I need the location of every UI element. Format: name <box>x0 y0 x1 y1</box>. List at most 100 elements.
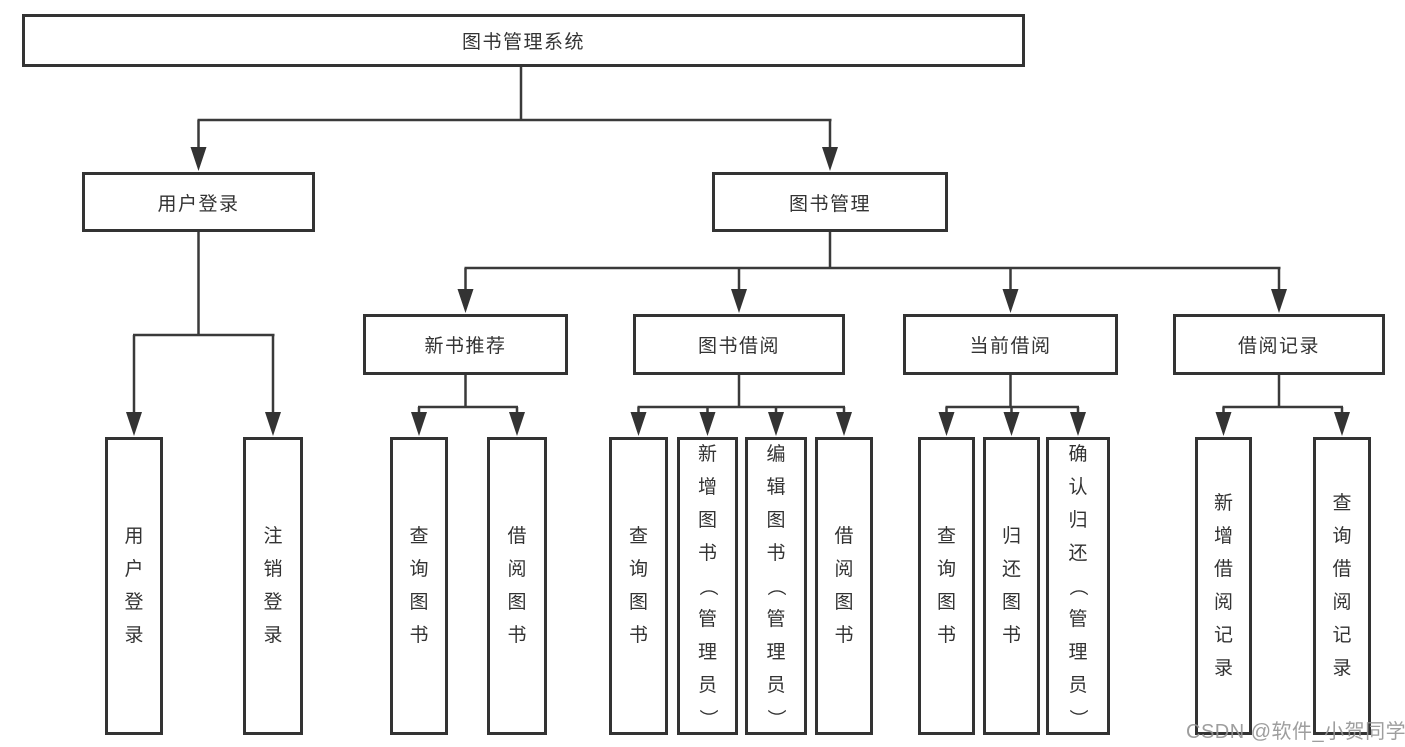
vertical-char: 登 <box>124 592 144 613</box>
vertical-char: 管 <box>697 608 717 630</box>
vertical-char: ） <box>696 708 718 728</box>
vertical-char: 录 <box>1213 658 1233 679</box>
node-label: 图书管理 <box>788 193 871 215</box>
leaf-borrow-books-recommend: 借阅图书 <box>487 437 547 735</box>
vertical-char: 阅 <box>507 559 527 580</box>
vertical-char: 确 <box>1068 443 1088 465</box>
vertical-char: 询 <box>936 559 956 580</box>
leaf-confirm-return-admin: 确认归还 （ 管理员 ） <box>1046 437 1110 735</box>
node-book-management-branch: 图书管理 <box>712 172 948 232</box>
vertical-char: 借 <box>834 526 854 547</box>
node-user-login-branch: 用户登录 <box>82 172 315 232</box>
vertical-char: 书 <box>766 542 786 564</box>
leaf-logout: 注销登录 <box>243 437 303 735</box>
vertical-char: 查 <box>936 526 956 547</box>
vertical-char: 理 <box>1068 641 1088 663</box>
leaf-user-login: 用户登录 <box>105 437 163 735</box>
vertical-char: 管 <box>766 608 786 630</box>
vertical-char: 书 <box>1001 625 1021 646</box>
vertical-char: 新 <box>697 443 717 465</box>
vertical-char: 增 <box>697 476 717 498</box>
vertical-char: 记 <box>1332 625 1352 646</box>
vertical-char: 书 <box>936 625 956 646</box>
vertical-char: 查 <box>1332 493 1352 514</box>
arrowheads <box>126 147 1350 436</box>
vertical-char: 记 <box>1213 625 1233 646</box>
vertical-char: 图 <box>766 509 786 531</box>
node-book-borrow: 图书借阅 <box>633 314 845 375</box>
vertical-char: 编 <box>766 443 786 465</box>
vertical-char: 书 <box>409 625 429 646</box>
vertical-char: 询 <box>628 559 648 580</box>
vertical-char: 询 <box>409 559 429 580</box>
vertical-char: 借 <box>1213 559 1233 580</box>
vertical-char: 询 <box>1332 526 1352 547</box>
vertical-char: 借 <box>1332 559 1352 580</box>
leaf-return-books: 归还图书 <box>983 437 1040 735</box>
vertical-char: 书 <box>697 542 717 564</box>
leaf-edit-books-admin: 编辑图书 （ 管理员 ） <box>745 437 807 735</box>
vertical-char: 辑 <box>766 476 786 498</box>
vertical-char: 阅 <box>1332 592 1352 613</box>
vertical-char: ） <box>765 708 787 728</box>
vertical-char: 录 <box>263 625 283 646</box>
vertical-char: 员 <box>1068 674 1088 696</box>
node-borrow-records: 借阅记录 <box>1173 314 1385 375</box>
vertical-char: 查 <box>409 526 429 547</box>
vertical-char: 图 <box>834 592 854 613</box>
node-root-system: 图书管理系统 <box>22 14 1025 67</box>
vertical-char: 图 <box>936 592 956 613</box>
vertical-char: 书 <box>507 625 527 646</box>
vertical-char: 还 <box>1068 542 1088 564</box>
vertical-char: （ <box>1067 576 1089 596</box>
vertical-char: 图 <box>628 592 648 613</box>
leaf-add-borrow-record: 新增借阅记录 <box>1195 437 1252 735</box>
node-label: 图书管理系统 <box>461 32 585 53</box>
node-label: 图书借阅 <box>697 336 780 357</box>
vertical-char: （ <box>696 576 718 596</box>
node-current-borrow: 当前借阅 <box>903 314 1118 375</box>
vertical-char: 管 <box>1068 608 1088 630</box>
vertical-char: 查 <box>628 526 648 547</box>
vertical-char: 增 <box>1213 526 1233 547</box>
vertical-char: 用 <box>124 526 144 547</box>
node-new-book-recommend: 新书推荐 <box>363 314 568 375</box>
vertical-char: 注 <box>263 526 283 547</box>
vertical-char: 归 <box>1068 509 1088 531</box>
vertical-char: 图 <box>1001 592 1021 613</box>
leaf-query-books-borrow: 查询图书 <box>609 437 668 735</box>
vertical-char: 阅 <box>834 559 854 580</box>
vertical-char: 销 <box>263 559 283 580</box>
vertical-char: 录 <box>1332 658 1352 679</box>
leaf-query-borrow-record: 查询借阅记录 <box>1313 437 1371 735</box>
vertical-char: 阅 <box>1213 592 1233 613</box>
vertical-char: 图 <box>409 592 429 613</box>
vertical-char: ） <box>1067 708 1089 728</box>
vertical-char: 新 <box>1213 493 1233 514</box>
vertical-char: 员 <box>766 674 786 696</box>
vertical-char: 员 <box>697 674 717 696</box>
vertical-char: 理 <box>766 641 786 663</box>
node-label: 新书推荐 <box>424 336 507 357</box>
node-label: 当前借阅 <box>969 336 1052 357</box>
vertical-char: 理 <box>697 641 717 663</box>
vertical-char: 书 <box>834 625 854 646</box>
vertical-char: 登 <box>263 592 283 613</box>
vertical-char: 录 <box>124 625 144 646</box>
vertical-char: 书 <box>628 625 648 646</box>
vertical-char: 图 <box>697 509 717 531</box>
vertical-char: （ <box>765 576 787 596</box>
vertical-char: 借 <box>507 526 527 547</box>
vertical-char: 户 <box>124 559 144 580</box>
leaf-borrow-books: 借阅图书 <box>815 437 873 735</box>
node-label: 借阅记录 <box>1237 336 1320 357</box>
leaf-query-books-recommend: 查询图书 <box>390 437 448 735</box>
vertical-char: 认 <box>1068 476 1088 498</box>
csdn-watermark: CSDN @软件_小贺同学 <box>1186 721 1405 743</box>
vertical-char: 图 <box>507 592 527 613</box>
node-label: 用户登录 <box>157 193 240 215</box>
leaf-add-books-admin: 新增图书 （ 管理员 ） <box>677 437 738 735</box>
vertical-char: 归 <box>1001 526 1021 547</box>
